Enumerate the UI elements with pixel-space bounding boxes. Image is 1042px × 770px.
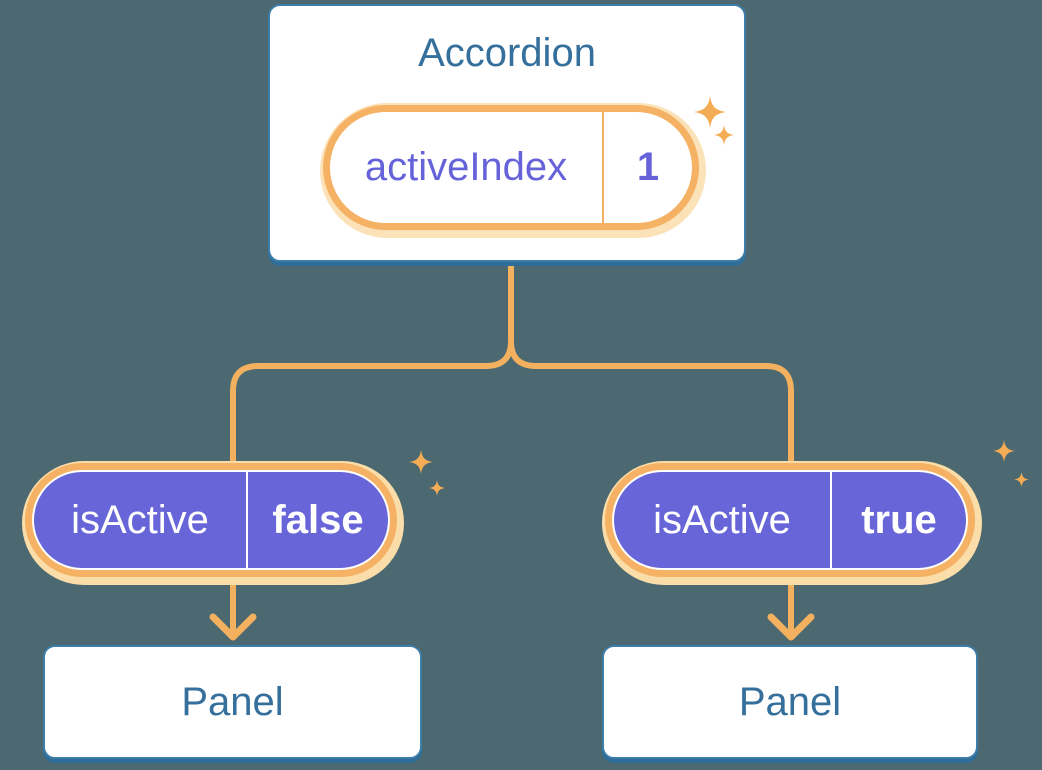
pill-divider [602,112,604,223]
state-pill-activeindex: activeIndex 1 [323,105,699,230]
sparkle-icon [694,96,726,128]
arrow-down-icon-right [767,613,815,641]
prop-name-label: isActive [71,497,209,542]
prop-pill-isactive-false: isActive false [32,470,390,570]
panel-component-card-right: Panel [602,645,978,759]
panel-title: Panel [181,679,284,724]
sparkle-icon [993,440,1015,462]
sparkle-icon [429,480,445,496]
arrow-down-icon-left [209,613,257,641]
prop-value-label: false [272,497,364,542]
pill-divider [246,472,248,568]
accordion-title: Accordion [418,31,596,75]
prop-name-label: isActive [653,497,791,542]
prop-value-label: true [861,497,937,542]
state-value-label: 1 [636,145,660,189]
connector-root-to-right-child [508,263,794,633]
state-name-label: activeIndex [364,145,568,189]
connector-root-to-left-child [230,263,514,633]
sparkle-icon [1014,472,1029,487]
sparkle-icon [409,450,433,474]
panel-component-card-left: Panel [43,645,422,759]
prop-pill-isactive-true: isActive true [612,470,968,570]
panel-title: Panel [738,679,842,724]
accordion-component-card: Accordion activeIndex 1 [268,4,746,262]
sparkle-icon [714,125,734,145]
pill-divider [830,472,832,568]
